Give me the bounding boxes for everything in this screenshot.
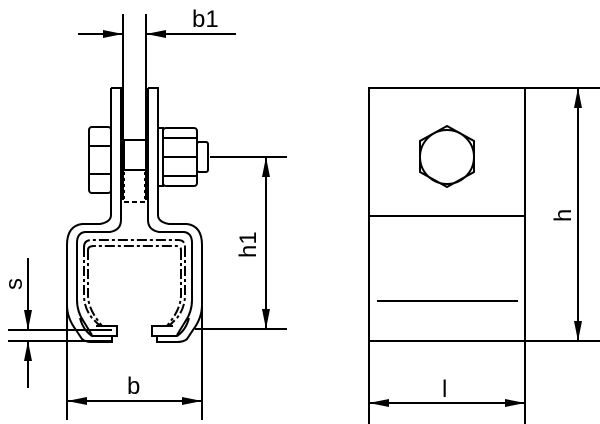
side-view <box>368 87 600 424</box>
hex-bolt-head <box>419 124 475 189</box>
bolt-head <box>88 126 112 194</box>
label-s: s <box>1 278 28 290</box>
label-b1: b1 <box>192 6 219 33</box>
dimension-h1 <box>195 156 287 330</box>
front-view <box>66 14 209 343</box>
dimension-b <box>66 305 203 420</box>
label-l: l <box>442 376 447 403</box>
label-b: b <box>127 373 140 400</box>
label-h1: h1 <box>235 231 262 258</box>
dimension-s <box>8 258 112 388</box>
label-h: h <box>550 209 577 222</box>
c-rail-outer <box>66 195 113 343</box>
